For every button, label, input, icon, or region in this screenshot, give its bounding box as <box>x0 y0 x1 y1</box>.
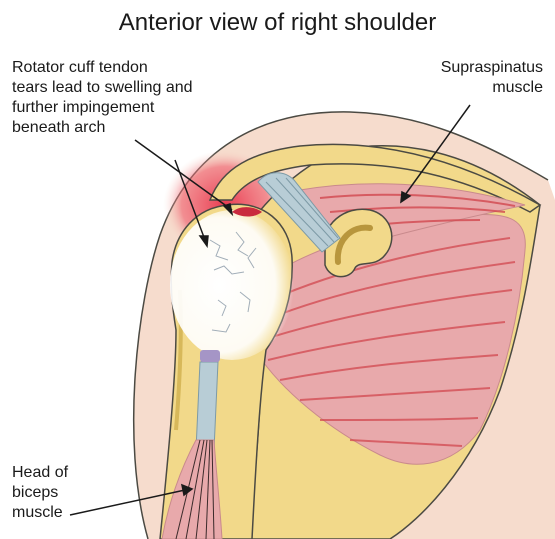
label-line: Rotator cuff tendon <box>12 59 148 76</box>
label-line: biceps <box>12 484 59 501</box>
muscle-fibers <box>261 237 516 447</box>
label-line: muscle <box>12 504 63 521</box>
cartilage-texture <box>209 231 257 333</box>
label-biceps: Head of biceps muscle <box>12 463 68 523</box>
coracoid-process <box>323 208 393 278</box>
tendon-fibers <box>265 177 339 247</box>
leader-lines <box>69 104 471 516</box>
diagram-title: Anterior view of right shoulder <box>118 9 437 36</box>
biceps-tendon <box>195 361 219 451</box>
biceps-tendon-head <box>200 350 220 362</box>
label-supraspinatus: Supraspinatus muscle <box>441 58 543 98</box>
coracoid-shadow <box>334 224 373 265</box>
label-line: muscle <box>492 79 543 96</box>
label-line: further impingement <box>12 99 155 116</box>
joint-capsule <box>170 210 294 360</box>
label-line: tears lead to swelling and <box>12 79 193 96</box>
label-rotator-cuff: Rotator cuff tendon tears lead to swelli… <box>12 58 193 138</box>
label-line: beneath arch <box>12 119 106 136</box>
acromion-arch <box>208 143 542 213</box>
label-line: Head of <box>12 464 69 481</box>
label-line: Supraspinatus <box>440 59 543 76</box>
tendon-tear <box>232 207 262 217</box>
supraspinatus-tendon <box>257 172 341 253</box>
